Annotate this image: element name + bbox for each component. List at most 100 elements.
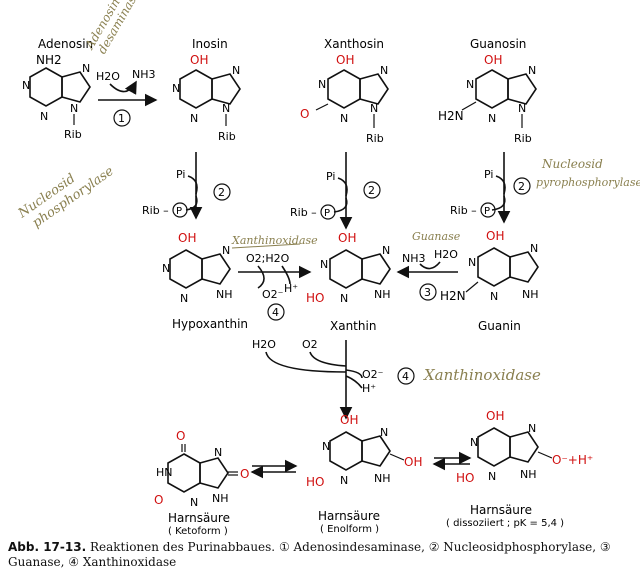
xanthosin-label: Xanthosin <box>324 37 384 51</box>
svg-text:NH: NH <box>216 288 233 301</box>
adenosin-nh2: NH2 <box>36 53 62 67</box>
xanthosin-o2: O <box>300 107 309 121</box>
svg-text:N: N <box>468 256 476 269</box>
hypoxanthin-label: Hypoxanthin <box>172 317 248 331</box>
reagent-h2o-1: H2O <box>96 70 120 83</box>
adenosin-label: Adenosin <box>38 37 93 51</box>
svg-text:N: N <box>528 422 536 435</box>
svg-text:NH: NH <box>520 468 537 481</box>
handwriting-adenosin-desaminase: Adenosin desaminase <box>82 0 143 56</box>
svg-text:NH: NH <box>212 492 229 505</box>
guanin-label: Guanin <box>478 319 521 333</box>
handwriting-nucleosid-phosphorylase: Nucleosid phosphorylase <box>15 164 117 231</box>
harn-enol-oh: OH <box>340 413 358 427</box>
svg-text:NH: NH <box>522 288 539 301</box>
reagent-nh3-2: NH3 <box>402 252 426 265</box>
guanosin-rib: Rib <box>514 132 532 145</box>
harn-enol-label: Harnsäure <box>318 509 380 523</box>
svg-text:N: N <box>470 436 478 449</box>
caption-label: Abb. 17-13. <box>8 540 87 554</box>
guanosin-nh2: H2N <box>438 109 464 123</box>
svg-text:HN: HN <box>156 466 173 479</box>
harn-diss-oh: OH <box>486 409 504 423</box>
reagent-p-2: P <box>324 208 330 219</box>
reagent-h2o-3: H2O <box>252 338 276 351</box>
svg-text:N: N <box>466 78 474 91</box>
harn-diss-ominus: O⁻+H⁺ <box>552 453 593 467</box>
reagent-p-1: P <box>176 206 182 217</box>
hypoxanthin-oh: OH <box>178 231 196 245</box>
reagent-hplus-1: H⁺ <box>284 282 298 295</box>
harnsaeure-keto-structure: O HN N N NH O O Harnsäure ( Ketoform ) <box>154 429 249 537</box>
reagent-hplus-2: H⁺ <box>362 382 376 395</box>
xanthin-structure: OH N N N NH HO Xanthin <box>306 231 391 333</box>
harnsaeure-enol-structure: OH N N N NH HO OH Harnsäure ( Enolform ) <box>306 413 422 535</box>
svg-text:N: N <box>172 82 180 95</box>
svg-text:N: N <box>22 79 30 92</box>
harn-enol-oh8: OH <box>404 455 422 469</box>
svg-text:N: N <box>70 102 78 115</box>
reagent-o2minus-1: O2⁻ <box>262 288 284 301</box>
svg-text:N: N <box>340 292 348 305</box>
reagent-pi-2: Pi <box>326 170 335 183</box>
xanthosin-rib: Rib <box>366 132 384 145</box>
harnsaeure-diss-structure: OH N N N NH HO O⁻+H⁺ Harnsäure ( dissozi… <box>446 409 593 529</box>
svg-text:N: N <box>490 290 498 303</box>
svg-text:Nucleosid: Nucleosid <box>541 157 603 171</box>
step-3-number: 3 <box>424 286 431 299</box>
xanthin-label: Xanthin <box>330 319 376 333</box>
svg-text:NH: NH <box>374 472 391 485</box>
guanosin-oh: OH <box>484 53 502 67</box>
svg-text:N: N <box>340 112 348 125</box>
harn-keto-label: Harnsäure <box>168 511 230 525</box>
harn-diss-ho: HO <box>456 471 474 485</box>
handwriting-xanthinoxidase-large: Xanthinoxidase <box>423 366 541 384</box>
figure-caption: Abb. 17-13. Reaktionen des Purinabbaues.… <box>8 540 634 570</box>
guanin-oh: OH <box>486 229 504 243</box>
reagent-o2minus-2: O2⁻ <box>362 368 384 381</box>
hypoxanthin-structure: OH N N N NH Hypoxanthin <box>162 231 248 331</box>
xanthosin-structure: Xanthosin OH N N N N O Rib <box>300 37 389 145</box>
svg-text:O: O <box>240 467 249 481</box>
svg-text:N: N <box>380 426 388 439</box>
step-2a-number: 2 <box>218 186 225 199</box>
guanosin-structure: Guanosin OH N N N N H2N Rib <box>438 37 537 145</box>
inosin-oh: OH <box>190 53 208 67</box>
guanosin-label: Guanosin <box>470 37 526 51</box>
guanin-nh2: H2N <box>440 289 466 303</box>
svg-text:N: N <box>488 470 496 483</box>
reagent-ribp-2: Rib – <box>290 206 317 219</box>
harn-diss-label: Harnsäure <box>470 503 532 517</box>
step-1-number: 1 <box>118 112 125 125</box>
harn-diss-form: ( dissoziiert ; pK = 5,4 ) <box>446 518 564 529</box>
adenosin-rib: Rib <box>64 128 82 141</box>
reagent-ribp-1: Rib – <box>142 204 169 217</box>
reagent-pi-1: Pi <box>176 168 185 181</box>
svg-text:N: N <box>222 244 230 257</box>
reagent-o2h2o: O2;H2O <box>246 252 290 265</box>
svg-text:O: O <box>176 429 185 443</box>
svg-text:N: N <box>82 62 90 75</box>
svg-text:N: N <box>222 102 230 115</box>
harn-enol-form: ( Enolform ) <box>320 524 379 535</box>
svg-text:N: N <box>190 496 198 509</box>
inosin-structure: Inosin OH N N N N Rib <box>172 37 241 143</box>
svg-text:pyrophosphorylase: pyrophosphorylase <box>536 176 640 189</box>
xanthosin-oh: OH <box>336 53 354 67</box>
svg-text:N: N <box>320 258 328 271</box>
svg-text:N: N <box>340 474 348 487</box>
reagent-nh3-1: NH3 <box>132 68 156 81</box>
guanin-structure: OH N N N NH H2N Guanin <box>440 229 539 333</box>
handwriting-nucleosid-pyrophosphorylase: Nucleosid pyrophosphorylase <box>536 157 640 189</box>
xanthin-oh: OH <box>338 231 356 245</box>
purine-degradation-diagram: Adenosin NH2 N N N N Rib H2O NH3 1 Adeno… <box>15 0 640 537</box>
svg-text:N: N <box>214 446 222 459</box>
adenosin-structure: Adenosin NH2 N N N N Rib <box>22 37 93 141</box>
svg-text:N: N <box>488 112 496 125</box>
step-4a-number: 4 <box>272 306 279 319</box>
reagent-o2-3: O2 <box>302 338 318 351</box>
svg-text:N: N <box>322 440 330 453</box>
svg-text:N: N <box>180 292 188 305</box>
svg-text:N: N <box>382 244 390 257</box>
